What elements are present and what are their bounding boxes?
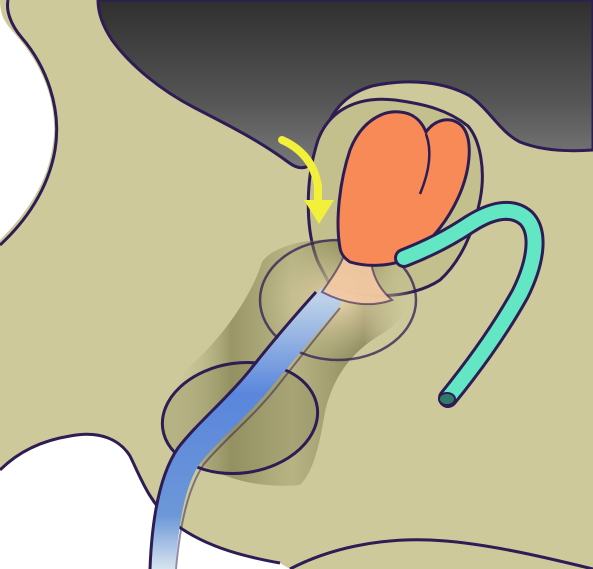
- cyan-tube-end: [439, 393, 455, 405]
